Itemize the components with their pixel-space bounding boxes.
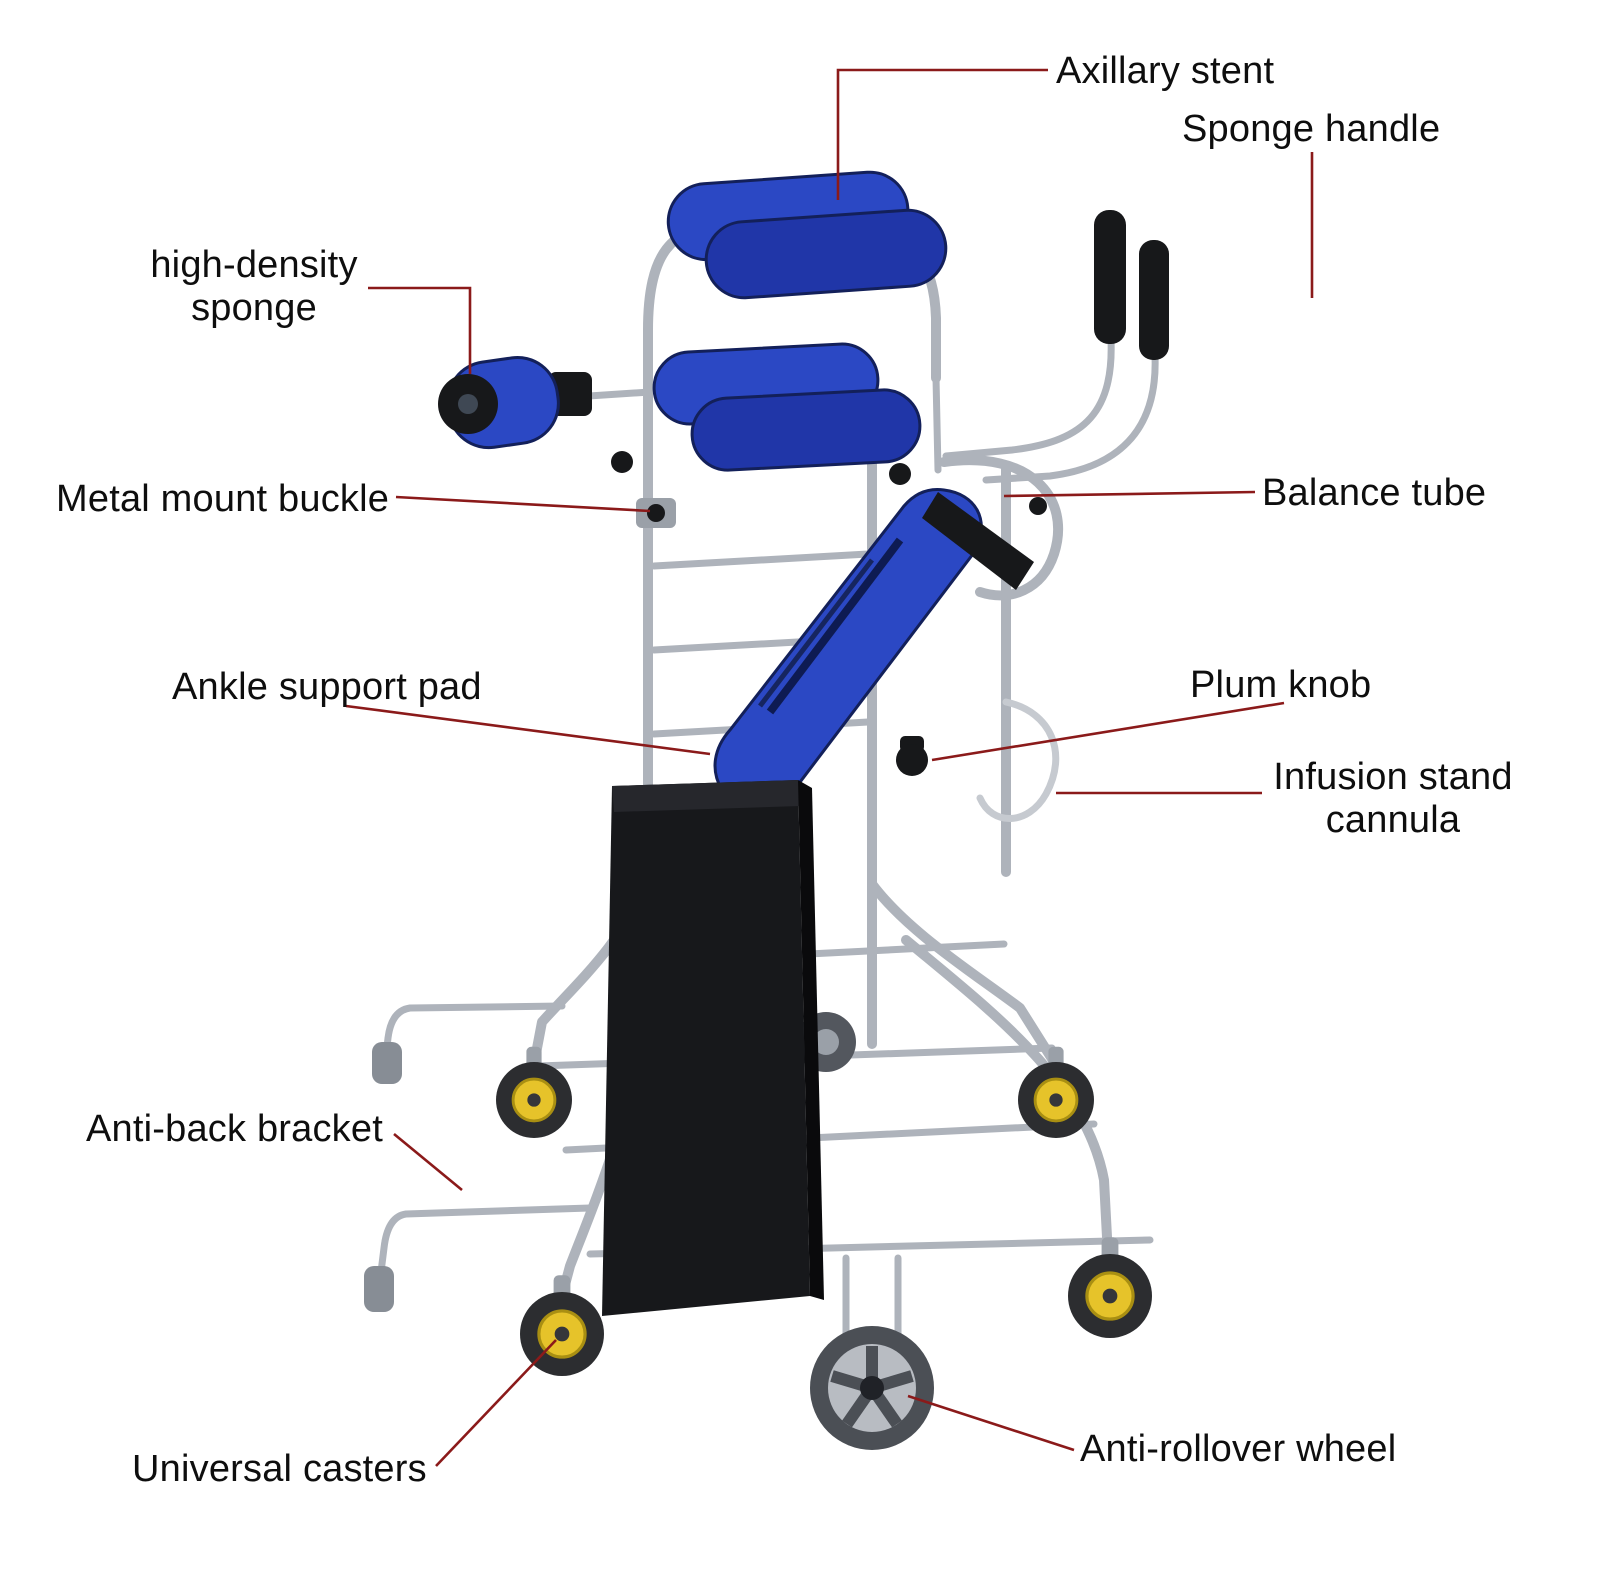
leader-lines: [345, 68, 1314, 1467]
leader-high-density-sponge: [368, 286, 472, 374]
universal-caster: [1016, 1045, 1096, 1140]
label-axillary-stent: Axillary stent: [1056, 50, 1275, 92]
anti-rollover-wheel-part: [810, 1254, 934, 1450]
universal-caster: [518, 1273, 606, 1378]
label-plum-knob: Plum knob: [1190, 664, 1372, 706]
anti-back-bracket-lower: [364, 1204, 594, 1312]
leader-universal-casters: [435, 1339, 557, 1467]
sponge-handles: [942, 210, 1169, 484]
infusion-cannula-part: [976, 698, 1060, 822]
high-density-sponge-roller: [438, 356, 654, 450]
seat-sling: [713, 488, 1047, 810]
leader-axillary-stent: [836, 68, 1048, 200]
metal-mount-buckle-part: [611, 451, 911, 528]
label-high-density-sponge: high-density sponge: [150, 244, 358, 329]
label-anti-back-bracket: Anti-back bracket: [86, 1108, 383, 1150]
leader-anti-rollover-wheel: [907, 1394, 1075, 1452]
leader-anti-back-bracket: [393, 1132, 463, 1192]
universal-caster: [494, 1045, 574, 1140]
arm-pads: [652, 342, 922, 472]
label-ankle-support-pad: Ankle support pad: [172, 666, 482, 708]
anti-back-bracket-upper: [372, 1002, 566, 1084]
label-universal-casters: Universal casters: [132, 1448, 427, 1490]
leader-ankle-support-pad: [345, 704, 711, 756]
foot-board: [602, 780, 824, 1316]
label-infusion-stand-cannula: Infusion stand cannula: [1273, 756, 1513, 841]
leader-balance-tube: [1003, 490, 1256, 498]
axillary-pads: [666, 170, 948, 300]
label-anti-rollover-wheel: Anti-rollover wheel: [1080, 1428, 1397, 1470]
label-balance-tube: Balance tube: [1262, 472, 1487, 514]
universal-caster: [1066, 1235, 1154, 1340]
label-metal-mount-buckle: Metal mount buckle: [56, 478, 390, 520]
leader-metal-mount-buckle: [395, 495, 651, 513]
label-sponge-handle: Sponge handle: [1182, 108, 1441, 150]
plum-knob-part: [896, 736, 928, 776]
leader-plum-knob: [931, 701, 1285, 762]
